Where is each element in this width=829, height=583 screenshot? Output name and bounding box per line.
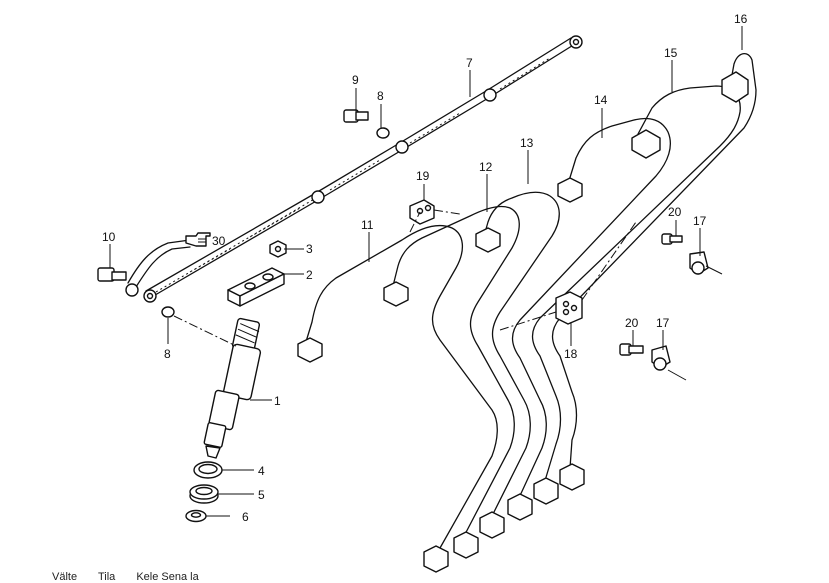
callout-20-lower: 20 bbox=[625, 316, 639, 330]
injection-line-15 bbox=[531, 85, 741, 505]
footer-part-3: Kele Sena la bbox=[136, 571, 199, 583]
footer-text: Välte Tila Kele Sena la bbox=[52, 571, 217, 583]
callout-2: 2 bbox=[306, 268, 313, 282]
injection-line-14 bbox=[507, 117, 671, 521]
mounting-bracket-lower bbox=[651, 345, 687, 381]
callout-3: 3 bbox=[306, 242, 313, 256]
clamp-nut bbox=[269, 240, 287, 258]
clamp-axis-line bbox=[433, 209, 461, 215]
footer-part-1: Välte bbox=[52, 571, 78, 583]
leak-off-return-pipe bbox=[143, 35, 583, 303]
callout-4: 4 bbox=[258, 464, 265, 478]
injection-line-11 bbox=[297, 225, 498, 573]
callout-6: 6 bbox=[242, 510, 249, 524]
callout-leaders bbox=[109, 26, 743, 517]
pipe-clamp-large bbox=[555, 291, 583, 325]
injection-line-16 bbox=[551, 53, 757, 491]
injection-line-12 bbox=[383, 205, 520, 559]
clamp-axis-line bbox=[581, 221, 637, 301]
callout-17-lower: 17 bbox=[656, 316, 670, 330]
callout-1: 1 bbox=[274, 394, 281, 408]
footer-part-2: Tila bbox=[97, 571, 116, 583]
bracket-bolt-upper bbox=[661, 233, 683, 245]
injector-axis-line bbox=[173, 315, 237, 347]
callout-9: 9 bbox=[352, 73, 359, 87]
injector-clamp bbox=[227, 267, 285, 307]
mounting-bracket-upper bbox=[689, 251, 723, 275]
injector-body bbox=[203, 317, 262, 459]
clamp-axis-line bbox=[409, 211, 421, 233]
callout-16: 16 bbox=[734, 12, 748, 26]
clamp-axis-line bbox=[499, 311, 557, 331]
callout-7: 7 bbox=[466, 56, 473, 70]
bracket-bolt-lower bbox=[619, 343, 644, 356]
injector-washer bbox=[161, 306, 175, 318]
callout-13: 13 bbox=[520, 136, 534, 150]
callout-18: 18 bbox=[564, 347, 578, 361]
pipe-clamp-small bbox=[409, 199, 435, 225]
callout-17-upper: 17 bbox=[693, 214, 707, 228]
banjo-bolt bbox=[343, 109, 369, 123]
return-hose bbox=[97, 239, 191, 297]
callout-8-lower: 8 bbox=[164, 347, 171, 361]
callout-8-upper: 8 bbox=[377, 89, 384, 103]
injector-seal-ring bbox=[193, 461, 223, 479]
copper-washer bbox=[185, 509, 207, 523]
heat-shield bbox=[189, 484, 219, 504]
callout-20-upper: 20 bbox=[668, 205, 682, 219]
callout-30: 30 bbox=[212, 234, 226, 248]
injection-line-13 bbox=[475, 191, 560, 539]
callout-11: 11 bbox=[361, 218, 374, 232]
callout-12: 12 bbox=[479, 160, 493, 174]
callout-15: 15 bbox=[664, 46, 678, 60]
pointing-hand-icon bbox=[185, 232, 211, 247]
callout-10: 10 bbox=[102, 230, 116, 244]
callout-5: 5 bbox=[258, 488, 265, 502]
callout-19: 19 bbox=[416, 169, 430, 183]
sealing-washer bbox=[376, 127, 390, 139]
callout-14: 14 bbox=[594, 93, 608, 107]
